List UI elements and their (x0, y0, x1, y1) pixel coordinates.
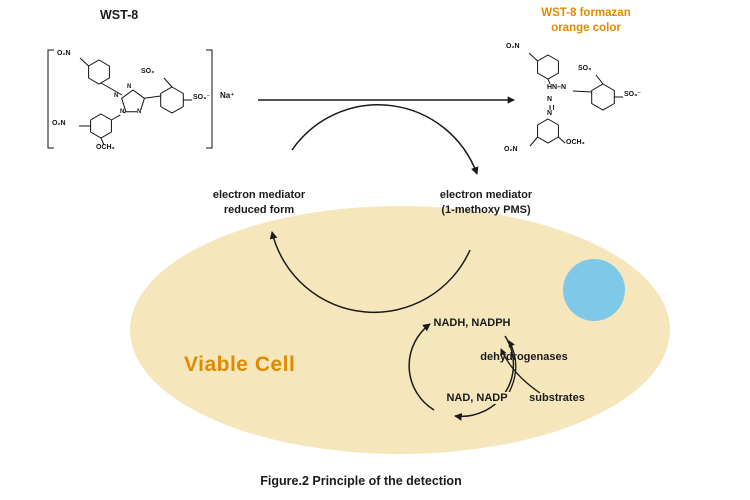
formazan-title-line2: orange color (551, 22, 621, 34)
right-nitro-bottom-label: O₂N (504, 146, 518, 153)
right-sulfo-top-label: SO₃ (578, 65, 592, 72)
dehydrogenase-arrow-2 (500, 348, 541, 394)
tetrazolium-n4: N (137, 109, 142, 115)
right-methoxy-label: OCH₃ (566, 139, 585, 146)
tetrazolium-n2: N (114, 93, 119, 99)
right-amine-label: HN–N (547, 84, 567, 91)
right-nitro-top-label: O₂N (506, 43, 520, 50)
mediator-reduced-label: electron mediator reduced form (213, 188, 305, 218)
tetrazolium-n3: N (120, 109, 125, 115)
tetrazolium-n1: N (127, 84, 132, 90)
figure-caption: Figure.2 Principle of the detection (260, 474, 462, 488)
wst8-structure (47, 49, 213, 149)
viable-cell-label: Viable Cell (184, 353, 296, 376)
mediator-cycle-bottom-arc (269, 231, 471, 314)
mediator-oxidized-label: electron mediator (1-methoxy PMS) (440, 188, 532, 218)
right-sulfo-right-label: SO₃⁻ (624, 91, 642, 98)
mediator-oxidized-line1: electron mediator (439, 189, 533, 201)
dehydrogenases-label: dehydrogenases (480, 351, 568, 363)
sodium-ion-label: Na⁺ (220, 91, 235, 100)
left-methoxy-label: OCH₃ (96, 144, 115, 151)
right-azo-n-top: N (547, 96, 553, 103)
nad-label: NAD, NADP (443, 392, 511, 404)
nadh-cycle-right-arc (454, 335, 515, 421)
mediator-oxidized-line2: (1-methoxy PMS) (441, 204, 531, 216)
wst8-title: WST-8 (100, 8, 139, 22)
mediator-reduced-line2: reduced form (223, 204, 295, 216)
mediator-reduced-line1: electron mediator (212, 189, 306, 201)
left-sulfo-top-label: SO₃ (141, 68, 155, 75)
left-nitro-bottom-label: O₂N (52, 120, 66, 127)
formazan-structure (528, 52, 623, 147)
cell-body-shape (130, 206, 670, 454)
nucleus-shape (563, 259, 625, 321)
left-nitro-top-label: O₂N (57, 50, 71, 57)
nadh-cycle-left-arc (408, 323, 435, 411)
nadh-label: NADH, NADPH (430, 317, 514, 329)
formazan-title: WST-8 formazan orange color (541, 6, 630, 36)
formazan-title-line1: WST-8 formazan (541, 7, 631, 19)
mediator-cycle-top-arc (291, 104, 479, 175)
right-azo-n-bottom: N (547, 110, 553, 117)
left-sulfo-right-label: SO₃⁻ (193, 94, 211, 101)
substrates-label: substrates (529, 392, 585, 404)
